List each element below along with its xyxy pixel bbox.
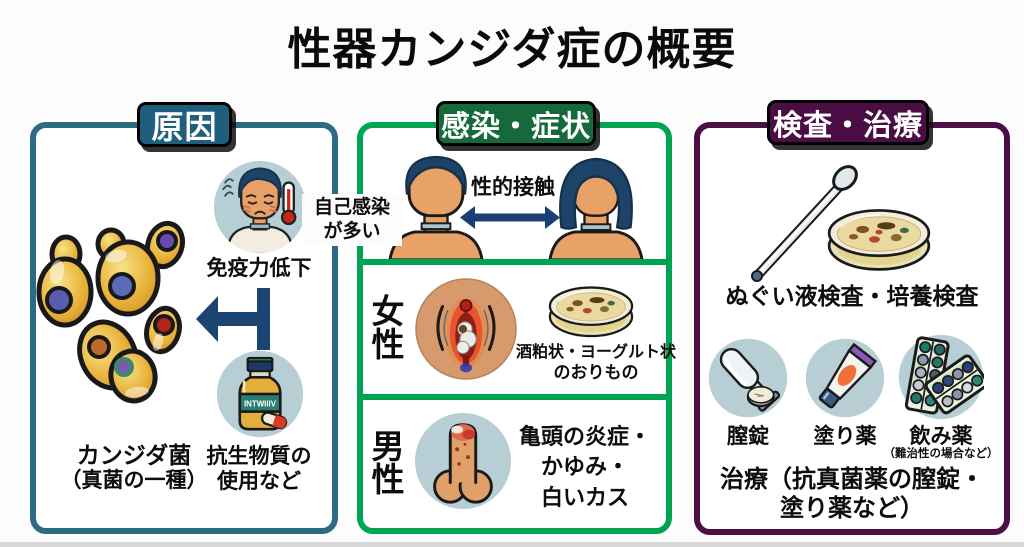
oral-pills-icon (898, 334, 984, 420)
cause-arrow-icon (196, 288, 270, 350)
culture-dish-icon (827, 209, 931, 271)
vaginal-tablet-icon (708, 338, 788, 418)
antibiotic-bottle-icon: INTWIIIV (216, 350, 304, 438)
female-symptom-label: 酒粕状・ヨーグルト状 のおりもの (515, 344, 676, 382)
vulva-symptom-icon (415, 278, 517, 380)
thermometer-icon (280, 181, 297, 226)
self-infection-note: 自己感染 が多い (302, 194, 402, 246)
row-divider (363, 394, 666, 400)
med-note-oral: （難治性の場合など） (883, 448, 999, 460)
treatment-panel: ぬぐい液検査・培養検査 (694, 122, 1010, 535)
treatment-header-badge: 検査・治療 (767, 100, 929, 145)
candida-cells-illustration (36, 220, 186, 404)
bidirectional-arrow-icon (460, 206, 560, 229)
female-label: 女性 (367, 294, 404, 360)
test-label: ぬぐい液検査・培養検査 (725, 283, 979, 309)
candida-label: カンジダ菌 （真菌の一種） (60, 442, 208, 493)
antibiotics-label: 抗生物質の 使用など (206, 445, 312, 493)
petri-dish-icon (548, 286, 634, 338)
cause-header-badge: 原因 (137, 102, 232, 147)
man-figure-icon (388, 155, 484, 260)
antibiotic-bottle-label: INTWIIIV (244, 399, 277, 408)
capsule-icon (260, 411, 288, 430)
row-divider (363, 259, 666, 265)
sick-person-icon (213, 160, 307, 254)
immunity-label: 免疫力低下 (206, 257, 312, 280)
cause-panel: 免疫力低下 INTWIIIV カンジダ菌 （真菌の一種） (30, 122, 338, 534)
sexual-contact-label: 性的接触 (471, 176, 555, 199)
bottom-edge-strip (0, 542, 1024, 547)
swab-icon (751, 165, 858, 282)
stress-squiggles-icon (222, 178, 234, 197)
infection-panel: 性的接触 女性 (357, 122, 676, 534)
med-label-vaginal-tablet: 膣錠 (727, 425, 769, 448)
treatment-summary: 治療（抗真菌薬の膣錠・ 塗り薬など） (720, 466, 984, 522)
med-label-ointment: 塗り薬 (813, 425, 877, 448)
med-label-oral: 飲み薬 (909, 425, 973, 448)
page-title: 性器カンジダ症の概要 (287, 25, 737, 74)
woman-figure-icon (548, 157, 644, 260)
male-symptom-label: 亀頭の炎症・ かゆみ・ 白いカス (518, 424, 651, 510)
ointment-tube-icon (805, 338, 885, 418)
male-label: 男性 (367, 429, 404, 495)
penis-symptom-icon (414, 412, 512, 510)
infection-header-badge: 感染・症状 (436, 101, 596, 146)
